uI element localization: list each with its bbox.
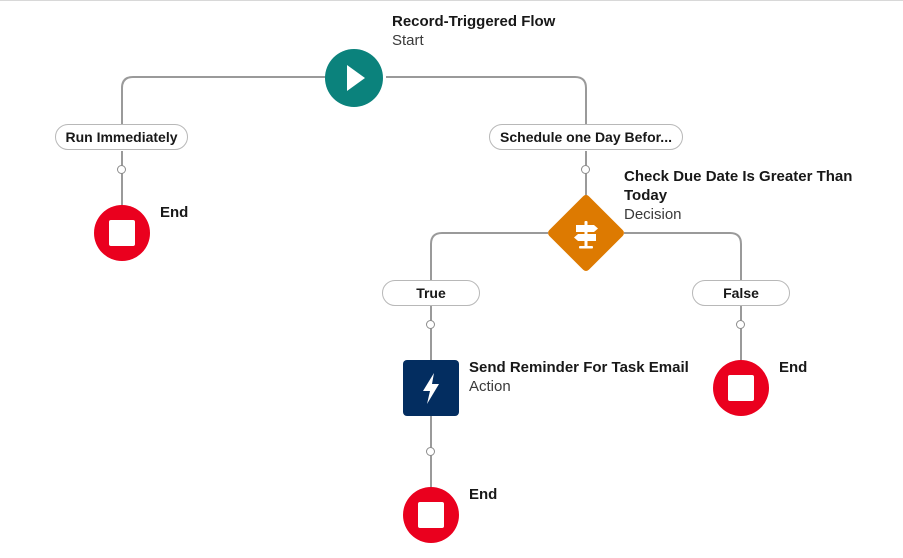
- decision-subtitle: Decision: [624, 206, 682, 223]
- stop-icon: [109, 220, 135, 246]
- connector-decision-false: [624, 232, 742, 280]
- action-node[interactable]: [403, 360, 459, 416]
- top-divider: [0, 0, 903, 1]
- end-label-false: End: [779, 359, 808, 376]
- outcome-false[interactable]: False: [692, 280, 790, 306]
- action-title: Send Reminder For Task Email: [469, 359, 689, 376]
- action-subtitle: Action: [469, 378, 511, 395]
- start-subtitle: Start: [392, 32, 424, 49]
- end-label-true: End: [469, 486, 498, 503]
- end-node-left[interactable]: [94, 205, 150, 261]
- play-icon: [347, 65, 365, 91]
- start-title: Record-Triggered Flow: [392, 13, 556, 30]
- add-element-connector[interactable]: [736, 320, 745, 329]
- end-node-false[interactable]: [713, 360, 769, 416]
- end-node-true[interactable]: [403, 487, 459, 543]
- decision-title: Check Due Date Is Greater Than Today: [624, 168, 853, 204]
- add-element-connector[interactable]: [117, 165, 126, 174]
- stop-icon: [418, 502, 444, 528]
- lightning-bolt-icon: [423, 373, 439, 404]
- end-label-left: End: [160, 204, 189, 221]
- add-element-connector[interactable]: [581, 165, 590, 174]
- path-scheduled[interactable]: Schedule one Day Befor...: [489, 124, 683, 150]
- connector-start-left: [121, 76, 326, 124]
- add-element-connector[interactable]: [426, 320, 435, 329]
- start-node[interactable]: [325, 49, 383, 107]
- stop-icon: [728, 375, 754, 401]
- outcome-true[interactable]: True: [382, 280, 480, 306]
- connector-decision-true: [430, 232, 548, 280]
- path-run-immediately[interactable]: Run Immediately: [55, 124, 188, 150]
- add-element-connector[interactable]: [426, 447, 435, 456]
- connector-start-right: [386, 76, 587, 124]
